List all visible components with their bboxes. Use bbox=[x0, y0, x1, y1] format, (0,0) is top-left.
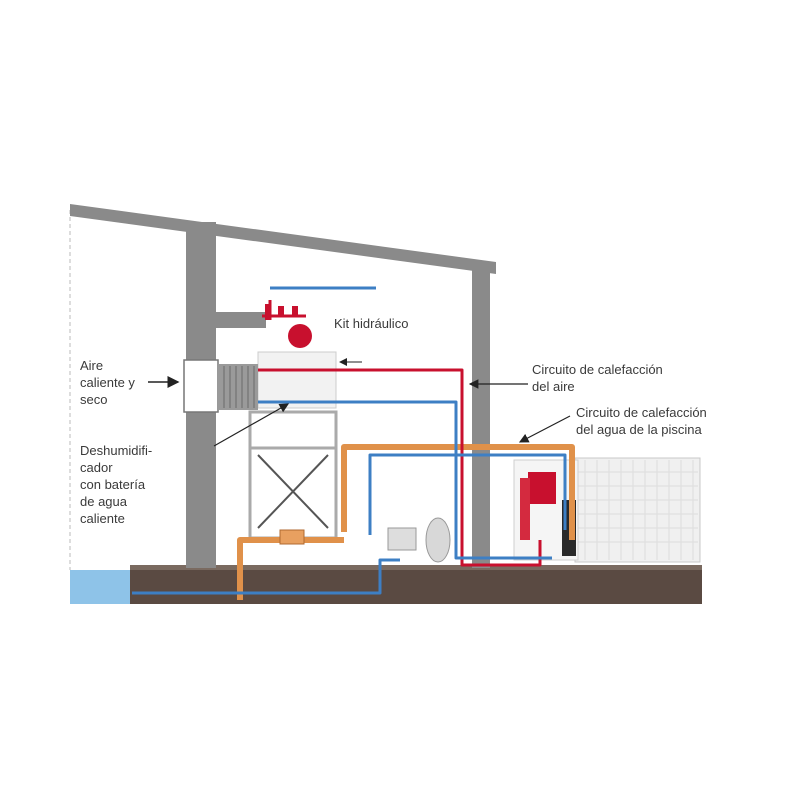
right-column bbox=[472, 266, 490, 568]
label-aire: Aire caliente y seco bbox=[80, 358, 139, 407]
tech-room-frame bbox=[257, 351, 337, 409]
outdoor-enclosure bbox=[574, 457, 701, 563]
stand-cross-b bbox=[257, 454, 329, 529]
ground bbox=[130, 568, 702, 604]
arrow-circ-agua bbox=[518, 415, 571, 443]
label-deshumidificador: Deshumidifi- cador con batería de agua c… bbox=[80, 443, 156, 526]
ground-surface bbox=[130, 565, 702, 570]
pool-heating-circuit bbox=[237, 444, 575, 600]
label-kit: Kit hidráulico bbox=[334, 316, 408, 331]
dehumidifier-box bbox=[183, 359, 219, 413]
label-circuito-agua: Circuito de calefacción del agua de la p… bbox=[576, 405, 710, 437]
filter-tank bbox=[425, 517, 451, 563]
orange-valve bbox=[279, 529, 305, 545]
coil-fins bbox=[223, 366, 255, 408]
expansion-vessel bbox=[288, 324, 312, 348]
pool-water bbox=[70, 570, 132, 604]
boiler-red bbox=[528, 472, 556, 504]
roof bbox=[70, 204, 496, 274]
enclosure-mesh bbox=[577, 460, 698, 560]
support-stand bbox=[248, 410, 338, 540]
kit-valves bbox=[265, 304, 298, 320]
arrow-deshum bbox=[213, 403, 290, 447]
dehumidifier-coil bbox=[218, 364, 258, 410]
duct-stub bbox=[216, 312, 266, 328]
cold-water-circuit bbox=[132, 286, 567, 595]
boiler-red-lower bbox=[520, 478, 530, 540]
label-circuito-aire: Circuito de calefacción del aire bbox=[532, 362, 666, 394]
pump-body bbox=[387, 527, 417, 551]
